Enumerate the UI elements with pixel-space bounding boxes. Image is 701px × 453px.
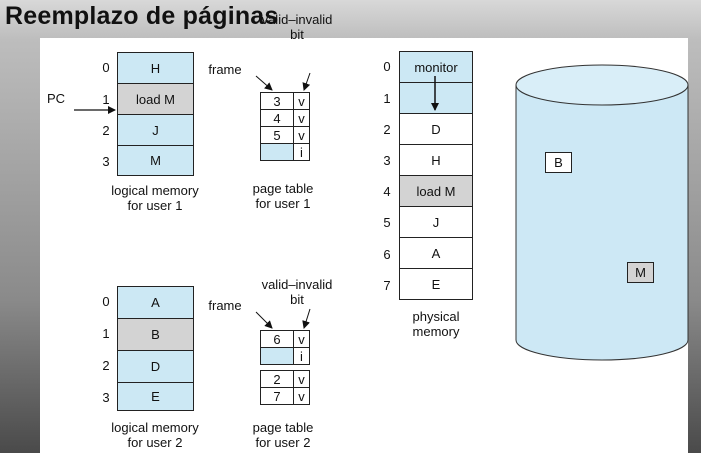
pm-frame-4: load M [399, 175, 473, 207]
pt2-caption-2: for user 2 [255, 435, 311, 450]
pt2-bit-3: v [293, 387, 310, 405]
pt2-bit-2: v [293, 370, 310, 388]
lm2-page-1: B [117, 318, 194, 351]
pm-index-1: 1 [383, 91, 391, 106]
pm-caption-1: physical [412, 309, 460, 324]
pm-index-0: 0 [383, 59, 391, 74]
pt1-bit-3: i [293, 143, 310, 161]
pt1-caption-2: for user 1 [255, 196, 311, 211]
lm1-page-0: H [117, 52, 194, 84]
pc-label: PC [46, 91, 66, 106]
lm1-index-1: 1 [102, 92, 110, 107]
pm-index-7: 7 [383, 278, 391, 293]
pt1-frame-arrow [255, 75, 273, 91]
lm2-index-3: 3 [102, 390, 110, 405]
lm2-index-0: 0 [102, 294, 110, 309]
lm2-page-2: D [117, 350, 194, 383]
pm-index-2: 2 [383, 122, 391, 137]
pm-index-4: 4 [383, 184, 391, 199]
lm2-page-3: E [117, 382, 194, 411]
pm-frame-0: monitor [399, 51, 473, 83]
pm-frame-2: D [399, 113, 473, 145]
pm-index-6: 6 [383, 247, 391, 262]
pt2-bit-label-1: valid–invalid [261, 277, 333, 292]
disk-cylinder [515, 64, 689, 361]
lm1-index-0: 0 [102, 60, 110, 75]
slide-title: Reemplazo de páginas [5, 2, 279, 30]
lm1-index-3: 3 [102, 154, 110, 169]
pm-frame-7: E [399, 268, 473, 300]
pt2-bit-1: i [293, 347, 310, 365]
lm2-page-0: A [117, 286, 194, 319]
pm-frame-3: H [399, 144, 473, 176]
pt2-frame-label: frame [208, 298, 242, 313]
pt1-bit-label-2: bit [290, 27, 304, 42]
lm2-index-1: 1 [102, 326, 110, 341]
pt2-caption-1: page table [252, 420, 314, 435]
pt1-caption-1: page table [252, 181, 314, 196]
pm-frame-6: A [399, 237, 473, 269]
pt1-bit-label-1: valid–invalid [261, 12, 333, 27]
disk-page-b: B [545, 152, 572, 173]
lm1-caption-1: logical memory [111, 183, 199, 198]
lm2-caption-2: for user 2 [127, 435, 183, 450]
disk-page-m: M [627, 262, 654, 283]
pm-index-5: 5 [383, 215, 391, 230]
lm2-caption-1: logical memory [111, 420, 199, 435]
lm2-index-2: 2 [102, 358, 110, 373]
pt2-bit-arrow [302, 308, 311, 329]
pt1-frame-label: frame [208, 62, 242, 77]
pm-caption-2: memory [412, 324, 460, 339]
pt1-bit-arrow [302, 72, 311, 91]
pt2-frame-arrow [255, 311, 273, 329]
lm1-index-2: 2 [102, 123, 110, 138]
lm1-page-3: M [117, 145, 194, 176]
lm1-caption-2: for user 1 [127, 198, 183, 213]
pt2-bit-label-2: bit [290, 292, 304, 307]
lm1-page-1: load M [117, 83, 194, 115]
pm-index-3: 3 [383, 153, 391, 168]
